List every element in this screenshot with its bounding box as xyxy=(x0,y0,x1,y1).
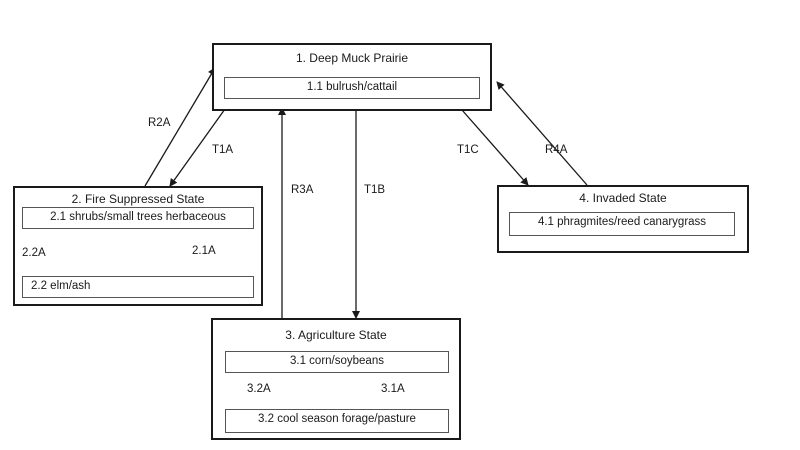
arrow-t1c xyxy=(461,109,529,186)
state-4-title: 4. Invaded State xyxy=(579,191,667,205)
label-t1c: T1C xyxy=(457,144,479,156)
label-r3a: R3A xyxy=(291,184,314,196)
state-1-title: 1. Deep Muck Prairie xyxy=(295,51,409,65)
phase-4-1: 4.1 phragmites/reed canarygrass xyxy=(509,212,735,236)
phase-3-2: 3.2 cool season forage/pasture xyxy=(225,409,449,433)
label-3-1a: 3.1A xyxy=(381,383,405,395)
state-2-box: 2. Fire Suppressed State 2.1 shrubs/smal… xyxy=(13,186,263,306)
phase-2-1: 2.1 shrubs/small trees herbaceous xyxy=(22,207,254,229)
label-r4a: R4A xyxy=(545,144,568,156)
label-2-2a: 2.2A xyxy=(22,247,46,259)
label-3-2a: 3.2A xyxy=(247,383,271,395)
state-3-title: 3. Agriculture State xyxy=(285,328,387,342)
state-3-box: 3. Agriculture State 3.1 corn/soybeans 3… xyxy=(211,318,461,440)
phase-2-2: 2.2 elm/ash xyxy=(22,276,254,298)
label-r2a: R2A xyxy=(148,117,171,129)
arrow-r4a xyxy=(496,81,588,186)
phase-1-1: 1.1 bulrush/cattail xyxy=(224,77,480,99)
label-t1a: T1A xyxy=(212,144,234,156)
state-1-box: 1. Deep Muck Prairie 1.1 bulrush/cattail xyxy=(212,43,492,111)
state-2-title: 2. Fire Suppressed State xyxy=(71,192,205,206)
label-t1b: T1B xyxy=(364,184,386,196)
state-4-box: 4. Invaded State 4.1 phragmites/reed can… xyxy=(497,185,749,253)
label-2-1a: 2.1A xyxy=(192,245,216,257)
phase-3-1: 3.1 corn/soybeans xyxy=(225,351,449,373)
arrow-r2a xyxy=(144,67,216,187)
